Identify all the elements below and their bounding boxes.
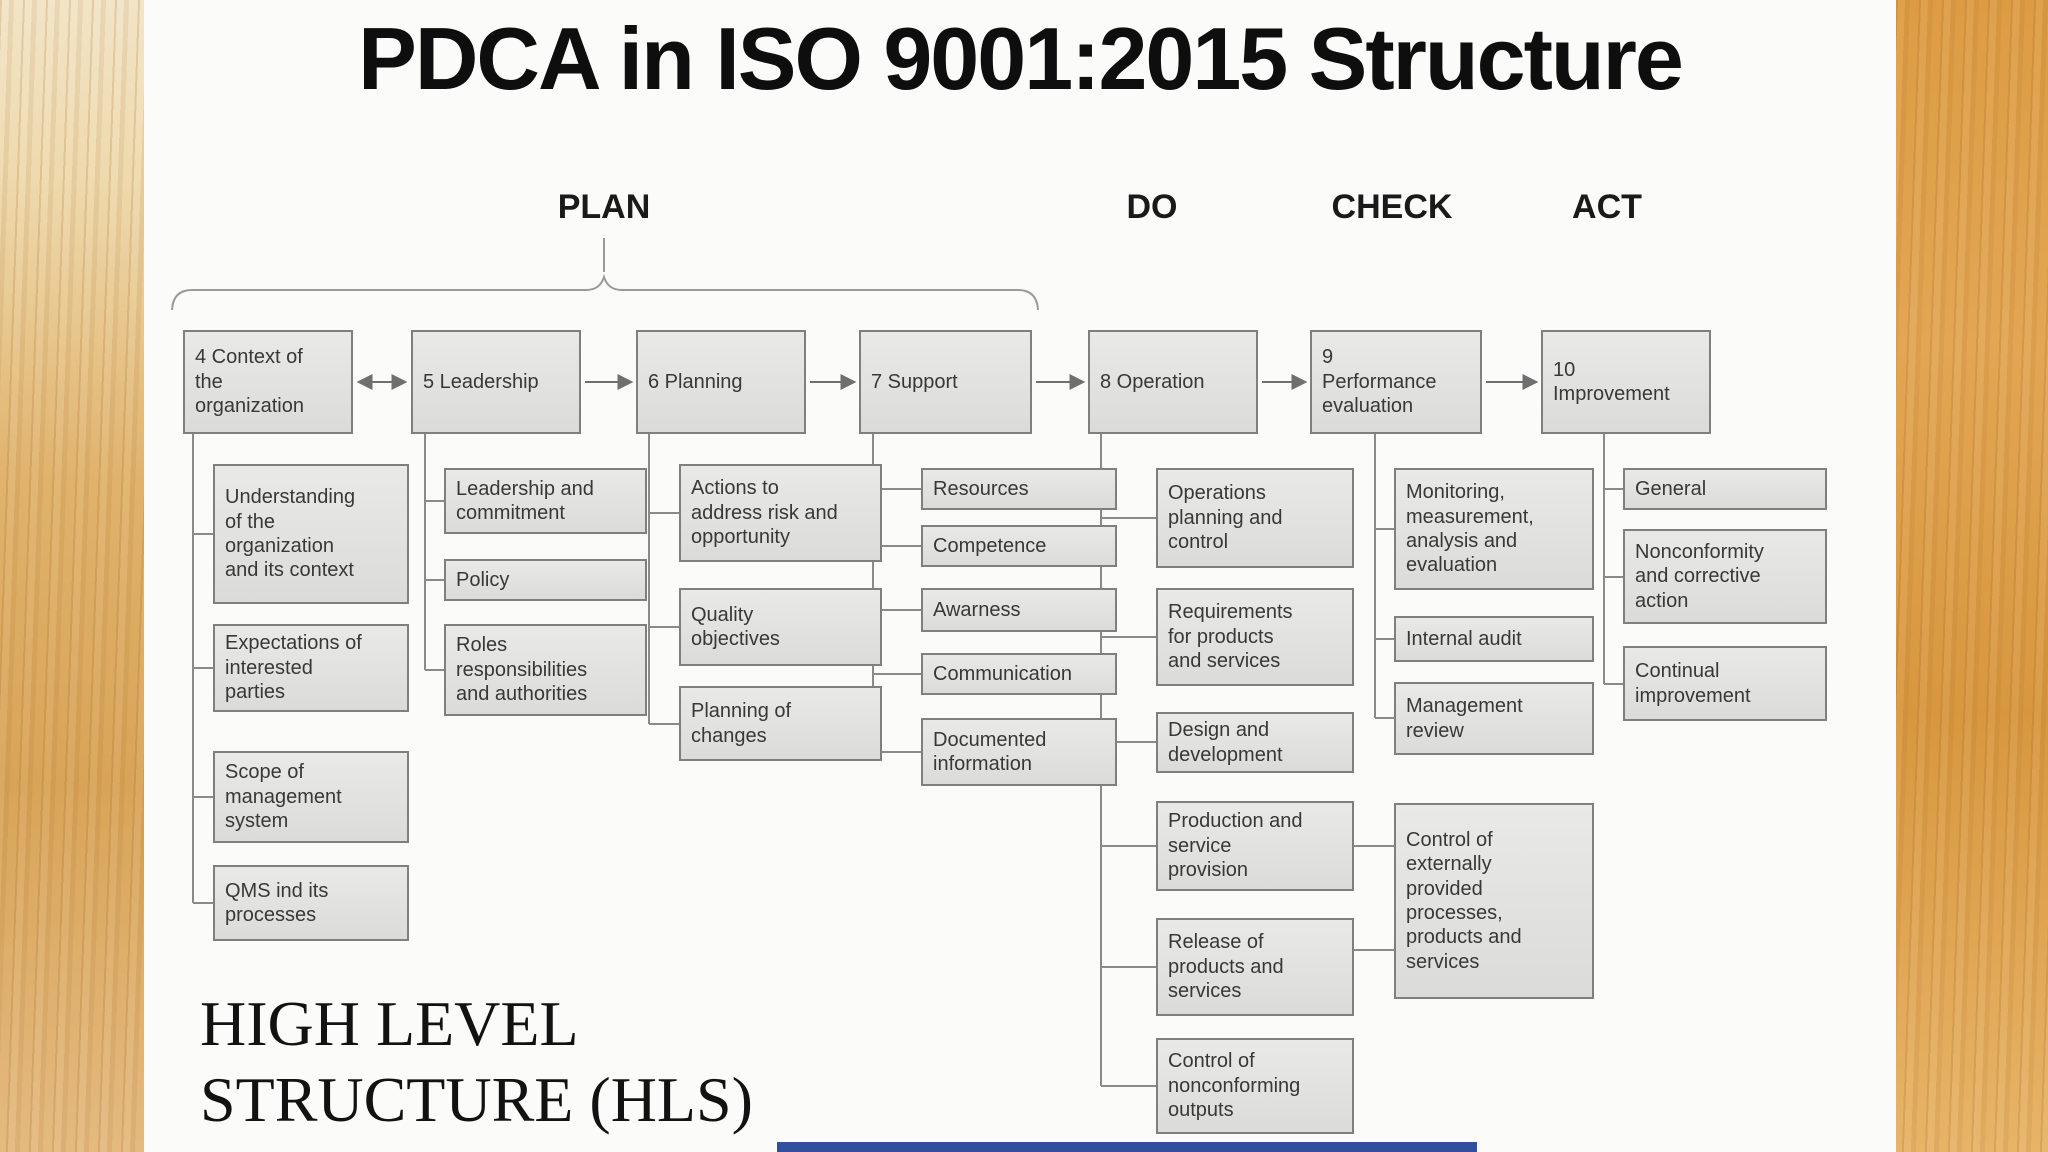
subclause-box: Management review xyxy=(1394,682,1594,755)
clause-box-context: 4 Context of the organization xyxy=(183,330,353,434)
subclause-box: Control of externally provided processes… xyxy=(1394,803,1594,999)
subclause-box: Actions to address risk and opportunity xyxy=(679,464,882,562)
subclause-box: Documented information xyxy=(921,718,1117,786)
phase-label-act: ACT xyxy=(1572,188,1642,226)
clause-box-planning: 6 Planning xyxy=(636,330,806,434)
subclause-box: Continual improvement xyxy=(1623,646,1827,721)
subclause-box: Design and development xyxy=(1156,712,1354,773)
wood-background-right xyxy=(1896,0,2048,1152)
subclause-box: Production and service provision xyxy=(1156,801,1354,891)
clause-box-support: 7 Support xyxy=(859,330,1032,434)
hls-caption-line2: STRUCTURE (HLS) xyxy=(200,1063,753,1135)
subclause-box: Release of products and services xyxy=(1156,918,1354,1016)
subclause-box: Internal audit xyxy=(1394,616,1594,662)
phase-label-plan: PLAN xyxy=(557,188,651,226)
subclause-box: Monitoring, measurement, analysis and ev… xyxy=(1394,468,1594,590)
clause-box-performance-evaluation: 9 Performance evaluation xyxy=(1310,330,1482,434)
subclause-box: Communication xyxy=(921,653,1117,695)
subclause-box: QMS ind its processes xyxy=(213,865,409,941)
clause-box-improvement: 10 Improvement xyxy=(1541,330,1711,434)
subclause-box: Policy xyxy=(444,559,647,601)
subclause-box: Scope of management system xyxy=(213,751,409,843)
wood-background-left xyxy=(0,0,144,1152)
subclause-box: Requirements for products and services xyxy=(1156,588,1354,686)
subclause-box: Control of nonconforming outputs xyxy=(1156,1038,1354,1134)
photo-edge-strip xyxy=(777,1142,1477,1152)
phase-label-check: CHECK xyxy=(1331,188,1453,226)
subclause-box: Nonconformity and corrective action xyxy=(1623,529,1827,624)
subclause-box: General xyxy=(1623,468,1827,510)
clause-box-operation: 8 Operation xyxy=(1088,330,1258,434)
slide-title: PDCA in ISO 9001:2015 Structure xyxy=(358,9,1684,108)
subclause-box: Awarness xyxy=(921,588,1117,632)
subclause-box: Understanding of the organization and it… xyxy=(213,464,409,604)
subclause-box: Quality objectives xyxy=(679,588,882,666)
hls-caption-line1: HIGH LEVEL xyxy=(200,988,579,1059)
subclause-box: Planning of changes xyxy=(679,686,882,761)
subclause-box: Resources xyxy=(921,468,1117,510)
clause-box-leadership: 5 Leadership xyxy=(411,330,581,434)
subclause-box: Leadership and commitment xyxy=(444,468,647,534)
hls-caption: HIGH LEVEL STRUCTURE (HLS) xyxy=(200,986,753,1137)
subclause-box: Competence xyxy=(921,525,1117,567)
subclause-box: Expectations of interested parties xyxy=(213,624,409,712)
subclause-box: Roles responsibilities and authorities xyxy=(444,624,647,716)
subclause-box: Operations planning and control xyxy=(1156,468,1354,568)
phase-label-do: DO xyxy=(1126,188,1178,226)
